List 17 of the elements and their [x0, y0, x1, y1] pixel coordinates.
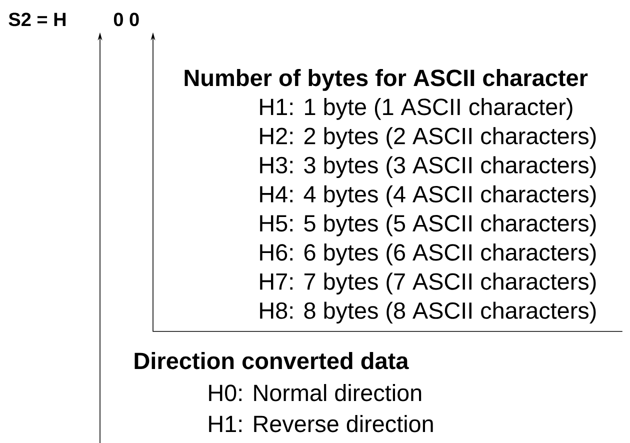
heading: Number of bytes for ASCII character — [184, 68, 588, 91]
option-text: H1: Reverse direction — [209, 415, 433, 432]
option-text: H4: 4 bytes (4 ASCII characters) — [260, 185, 596, 208]
option-text: H7: 7 bytes (7 ASCII characters) — [260, 272, 596, 294]
node-text: S2 = H 0 0 — [8, 12, 139, 26]
register-setting: S2 = H — [8, 12, 66, 26]
node-text: Direction converted data H0: Normal direction H1: Reverse direction — [134, 352, 433, 432]
node-text: Number of bytes for ASCII character H1: 1 byte (1 ASCII character) H2: 2 bytes (2 ASCII characters) H3: 3 bytes (3 ASCII characters) H4: 4 bytes (4 ASCII characters) H5: 5 bytes (5 ASCII characters) H6: 6 bytes (6 ASCII characters) H7: 7 bytes (7 ASCII characters) H8: 8 bytes (8 ASCII characters) — [184, 68, 596, 324]
option-text: H8: 8 bytes (8 ASCII characters) — [260, 302, 596, 324]
register-setting: 0 0 — [114, 12, 139, 26]
option-text: H6: 6 bytes (6 ASCII characters) — [260, 244, 596, 266]
option-text: H1: 1 byte (1 ASCII character) — [260, 98, 572, 120]
option-text: H3: 3 bytes (3 ASCII characters) — [260, 156, 596, 178]
option-text: H2: 2 bytes (2 ASCII characters) — [260, 127, 596, 149]
option-text: H0: Normal direction — [209, 384, 422, 402]
heading: Direction converted data — [134, 352, 409, 370]
option-text: H5: 5 bytes (5 ASCII characters) — [260, 214, 596, 236]
